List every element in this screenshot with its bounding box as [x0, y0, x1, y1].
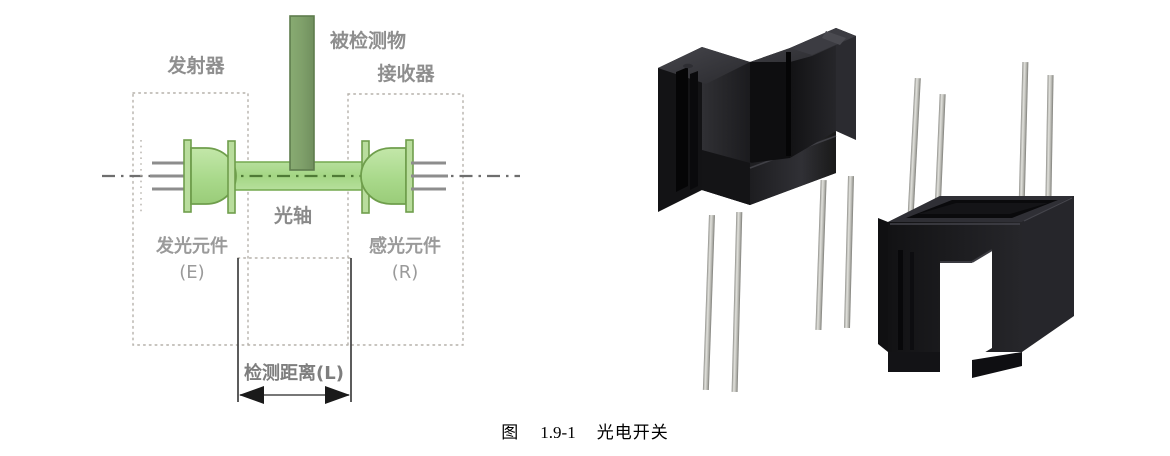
- photoelectric-switch-schematic: 发射器 接收器 被检测物 光轴 发光元件 (E) 感光元件 (R) 检测距离(L…: [0, 0, 600, 420]
- photoelectric-switch-photo: [640, 0, 1160, 410]
- detected-object-bar: [289, 15, 315, 171]
- component-slotted-optical-switch-2: [878, 61, 1074, 378]
- detection-distance-dimension: [237, 258, 352, 404]
- emitter-led-symbol: [150, 139, 237, 214]
- label-light-sensing-element: 感光元件: [369, 235, 441, 257]
- receiver-boundary-box: [347, 93, 464, 346]
- caption-number: 1.9-1: [540, 423, 576, 442]
- figure-caption: 图 1.9-1 光电开关: [0, 418, 1170, 443]
- label-optical-axis: 光轴: [273, 204, 312, 227]
- emitter-boundary-box: [132, 92, 249, 346]
- receiver-photodiode-symbol: [360, 139, 448, 214]
- label-emitter: 发射器: [166, 54, 225, 77]
- label-receiver: 接收器: [377, 62, 435, 85]
- component-slotted-optical-switch-1: [658, 28, 856, 393]
- label-light-emitting-element: 发光元件: [155, 235, 228, 257]
- component-2-body: [878, 196, 1074, 378]
- caption-label: 图: [501, 423, 520, 442]
- label-detected-object: 被检测物: [330, 29, 406, 52]
- dimension-arrow-left: [239, 386, 264, 404]
- caption-title: 光电开关: [596, 423, 669, 442]
- component-1-base: [702, 131, 837, 205]
- dimension-arrow-right: [325, 386, 350, 404]
- label-light-emitting-element-code: (E): [179, 262, 204, 283]
- component-1-right-tower: [750, 28, 856, 163]
- label-detection-distance: 检测距离(L): [244, 362, 344, 384]
- component-1-pins: [702, 175, 854, 393]
- label-light-sensing-element-code: (R): [392, 262, 419, 283]
